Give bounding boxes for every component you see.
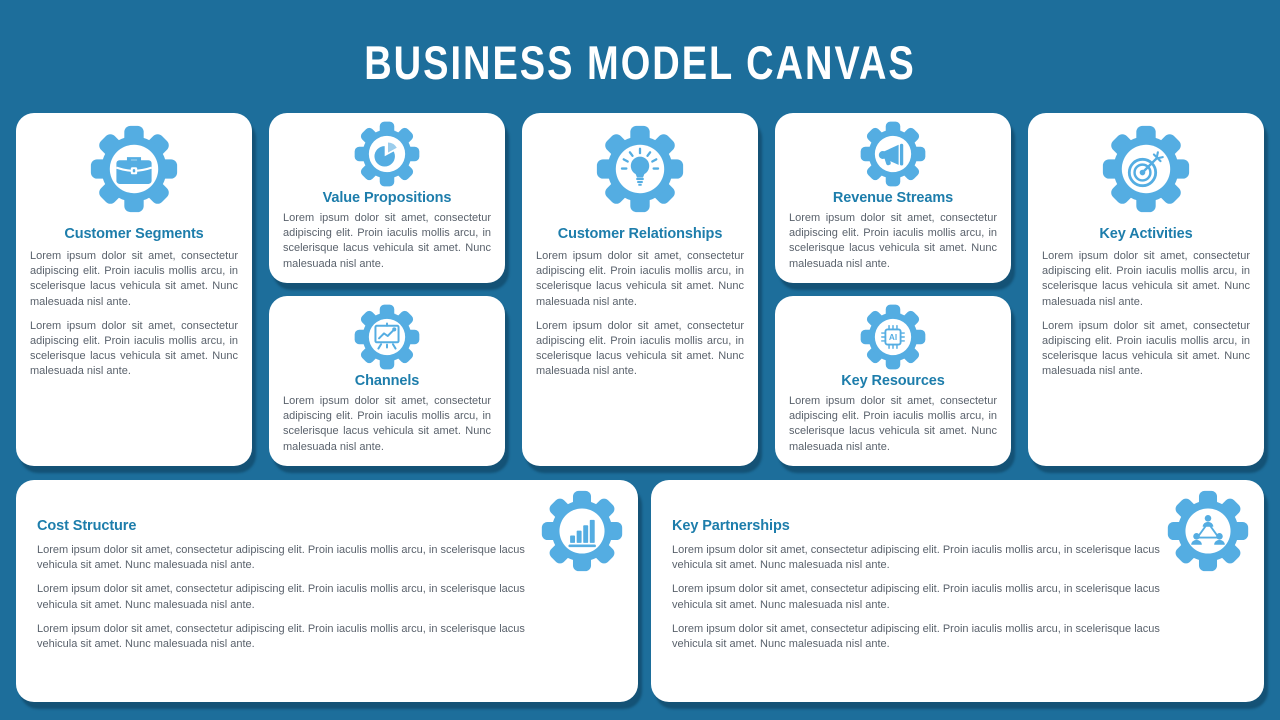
gear-megaphone-icon <box>860 121 926 187</box>
card-paragraph: Lorem ipsum dolor sit amet, consectetur … <box>30 319 238 378</box>
page-title: BUSINESS MODEL CANVAS <box>364 37 916 91</box>
column-2: Value Propositions Lorem ipsum dolor sit… <box>269 113 505 466</box>
gear-lightbulb-icon <box>596 125 684 213</box>
card-title: Channels <box>354 373 420 389</box>
gear-ai-chip-icon: AI <box>860 304 926 370</box>
card-channels: Channels Lorem ipsum dolor sit amet, con… <box>269 296 505 466</box>
card-paragraph: Lorem ipsum dolor sit amet, consectetur … <box>37 622 525 650</box>
card-paragraph: Lorem ipsum dolor sit amet, consectetur … <box>672 544 1160 572</box>
card-title: Key Partnerships <box>672 518 790 534</box>
card-paragraph: Lorem ipsum dolor sit amet, consectetur … <box>1042 319 1250 378</box>
card-paragraph: Lorem ipsum dolor sit amet, consectetur … <box>283 212 491 270</box>
card-revenue-streams: Revenue Streams Lorem ipsum dolor sit am… <box>775 113 1011 283</box>
gear-briefcase-icon <box>90 125 178 213</box>
top-card-grid: Customer Segments Lorem ipsum dolor sit … <box>16 113 1264 466</box>
card-paragraph: Lorem ipsum dolor sit amet, consectetur … <box>30 250 238 308</box>
gear-target-icon <box>1102 125 1190 213</box>
card-paragraph: Lorem ipsum dolor sit amet, consectetur … <box>789 395 997 453</box>
card-title: Customer Segments <box>64 226 204 242</box>
svg-text:AI: AI <box>889 333 897 342</box>
card-paragraph: Lorem ipsum dolor sit amet, consectetur … <box>283 395 491 453</box>
bottom-card-grid: Cost Structure Lorem ipsum dolor sit ame… <box>16 480 1264 702</box>
card-paragraph: Lorem ipsum dolor sit amet, consectetur … <box>672 622 1160 650</box>
card-customer-relationships: Customer Relationships Lorem ipsum dolor… <box>522 113 758 466</box>
card-key-activities: Key Activities Lorem ipsum dolor sit ame… <box>1028 113 1264 466</box>
card-paragraph: Lorem ipsum dolor sit amet, consectetur … <box>789 212 997 270</box>
card-customer-segments: Customer Segments Lorem ipsum dolor sit … <box>16 113 252 466</box>
card-cost-structure: Cost Structure Lorem ipsum dolor sit ame… <box>16 480 638 702</box>
card-title: Customer Relationships <box>557 226 723 242</box>
column-4: Revenue Streams Lorem ipsum dolor sit am… <box>775 113 1011 466</box>
card-paragraph: Lorem ipsum dolor sit amet, consectetur … <box>536 250 744 308</box>
card-paragraph: Lorem ipsum dolor sit amet, consectetur … <box>1042 250 1250 308</box>
gear-network-people-icon <box>1167 490 1249 572</box>
card-title: Cost Structure <box>37 518 137 534</box>
card-value-propositions: Value Propositions Lorem ipsum dolor sit… <box>269 113 505 283</box>
card-paragraph: Lorem ipsum dolor sit amet, consectetur … <box>37 544 525 572</box>
gear-bar-chart-icon <box>541 490 623 572</box>
card-paragraph: Lorem ipsum dolor sit amet, consectetur … <box>37 583 525 611</box>
gear-presentation-chart-icon <box>354 304 420 370</box>
card-title: Key Resources <box>841 373 945 389</box>
card-paragraph: Lorem ipsum dolor sit amet, consectetur … <box>672 583 1160 611</box>
card-key-resources: AI Key Resources Lorem ipsum dolor sit a… <box>775 296 1011 466</box>
card-title: Value Propositions <box>322 190 452 206</box>
gear-pie-chart-icon <box>354 121 420 187</box>
card-title: Key Activities <box>1099 226 1193 242</box>
card-title: Revenue Streams <box>832 190 954 206</box>
card-paragraph: Lorem ipsum dolor sit amet, consectetur … <box>536 319 744 378</box>
card-key-partnerships: Key Partnerships Lorem ipsum dolor sit a… <box>651 480 1264 702</box>
